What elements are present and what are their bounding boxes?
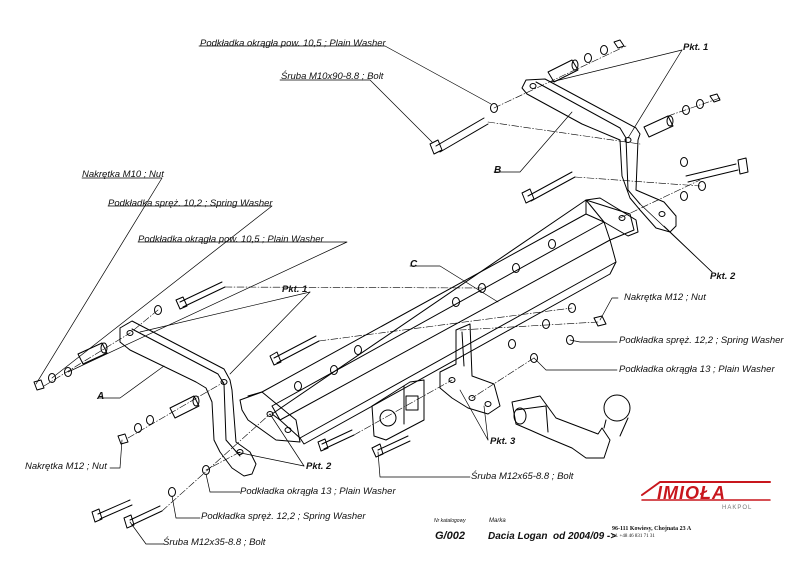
label-nut-m12-left: Nakrętka M12 ; Nut	[25, 461, 107, 472]
nuts-and-washers	[33, 39, 721, 497]
point-label-pkt1-left: Pkt. 1	[282, 284, 308, 295]
point-label-pkt3: Pkt. 3	[490, 436, 516, 447]
company-address: 96-111 Kowiesy, Chojnata 23 A	[612, 526, 692, 532]
label-nut-m10: Nakrętka M10 ; Nut	[82, 169, 164, 180]
catalog-number: G/002	[435, 530, 465, 542]
leader-lines	[35, 45, 713, 545]
make-label: Marka	[489, 518, 506, 524]
catalog-number-label: Nr katalogowy	[434, 518, 466, 524]
brand-logo-text: IMIOŁA	[657, 483, 726, 503]
label-plain-washer-10-5-top: Podkładka okrągła pow. 10,5 ; Plain Wash…	[200, 38, 386, 49]
label-plain-washer-13-left: Podkładka okrągła 13 ; Plain Washer	[240, 486, 396, 497]
part-letter-c: C	[410, 259, 418, 270]
point-label-pkt1-top: Pkt. 1	[683, 42, 709, 53]
production-date: od 2004/09 ->	[553, 531, 617, 542]
part-letter-b: B	[494, 165, 502, 176]
label-plain-washer-10-5-left: Podkładka okrągła pow. 10,5 ; Plain Wash…	[138, 234, 324, 245]
label-plain-washer-13-right: Podkładka okrągła 13 ; Plain Washer	[619, 364, 775, 375]
vehicle-model: Dacia Logan	[488, 531, 548, 542]
point-label-pkt2-right: Pkt. 2	[710, 271, 736, 282]
label-nut-m12-right: Nakrętka M12 ; Nut	[624, 292, 706, 303]
company-phone: tel. +48 46 831 71 31	[612, 534, 655, 539]
assembly-axes	[43, 45, 721, 512]
bracket-b	[521, 78, 677, 233]
bolts	[91, 117, 749, 529]
towball-hitch	[511, 394, 631, 459]
ball-mount-plate	[371, 323, 501, 441]
label-spring-washer-12-2-right: Podkładka spręż. 12,2 ; Spring Washer	[619, 335, 784, 346]
label-spring-washer-12-2-left: Podkładka spręż. 12,2 ; Spring Washer	[201, 511, 366, 522]
point-label-pkt2-left: Pkt. 2	[306, 461, 332, 472]
part-letter-a: A	[97, 391, 105, 402]
spacer-tubes	[77, 59, 674, 419]
logo-graphic	[641, 481, 771, 501]
label-bolt-m12x65: Śruba M12x65-8.8 ; Bolt	[471, 471, 574, 482]
bracket-a	[119, 320, 257, 477]
label-bolt-m12x35: Śruba M12x35-8.8 ; Bolt	[163, 537, 266, 548]
brand-logo-subtitle: HAKPOL	[722, 505, 753, 511]
label-spring-washer-10-2: Podkładka spręż. 10,2 ; Spring Washer	[108, 198, 273, 209]
label-bolt-m10x90: Śruba M10x90-8.8 ; Bolt	[281, 71, 384, 82]
